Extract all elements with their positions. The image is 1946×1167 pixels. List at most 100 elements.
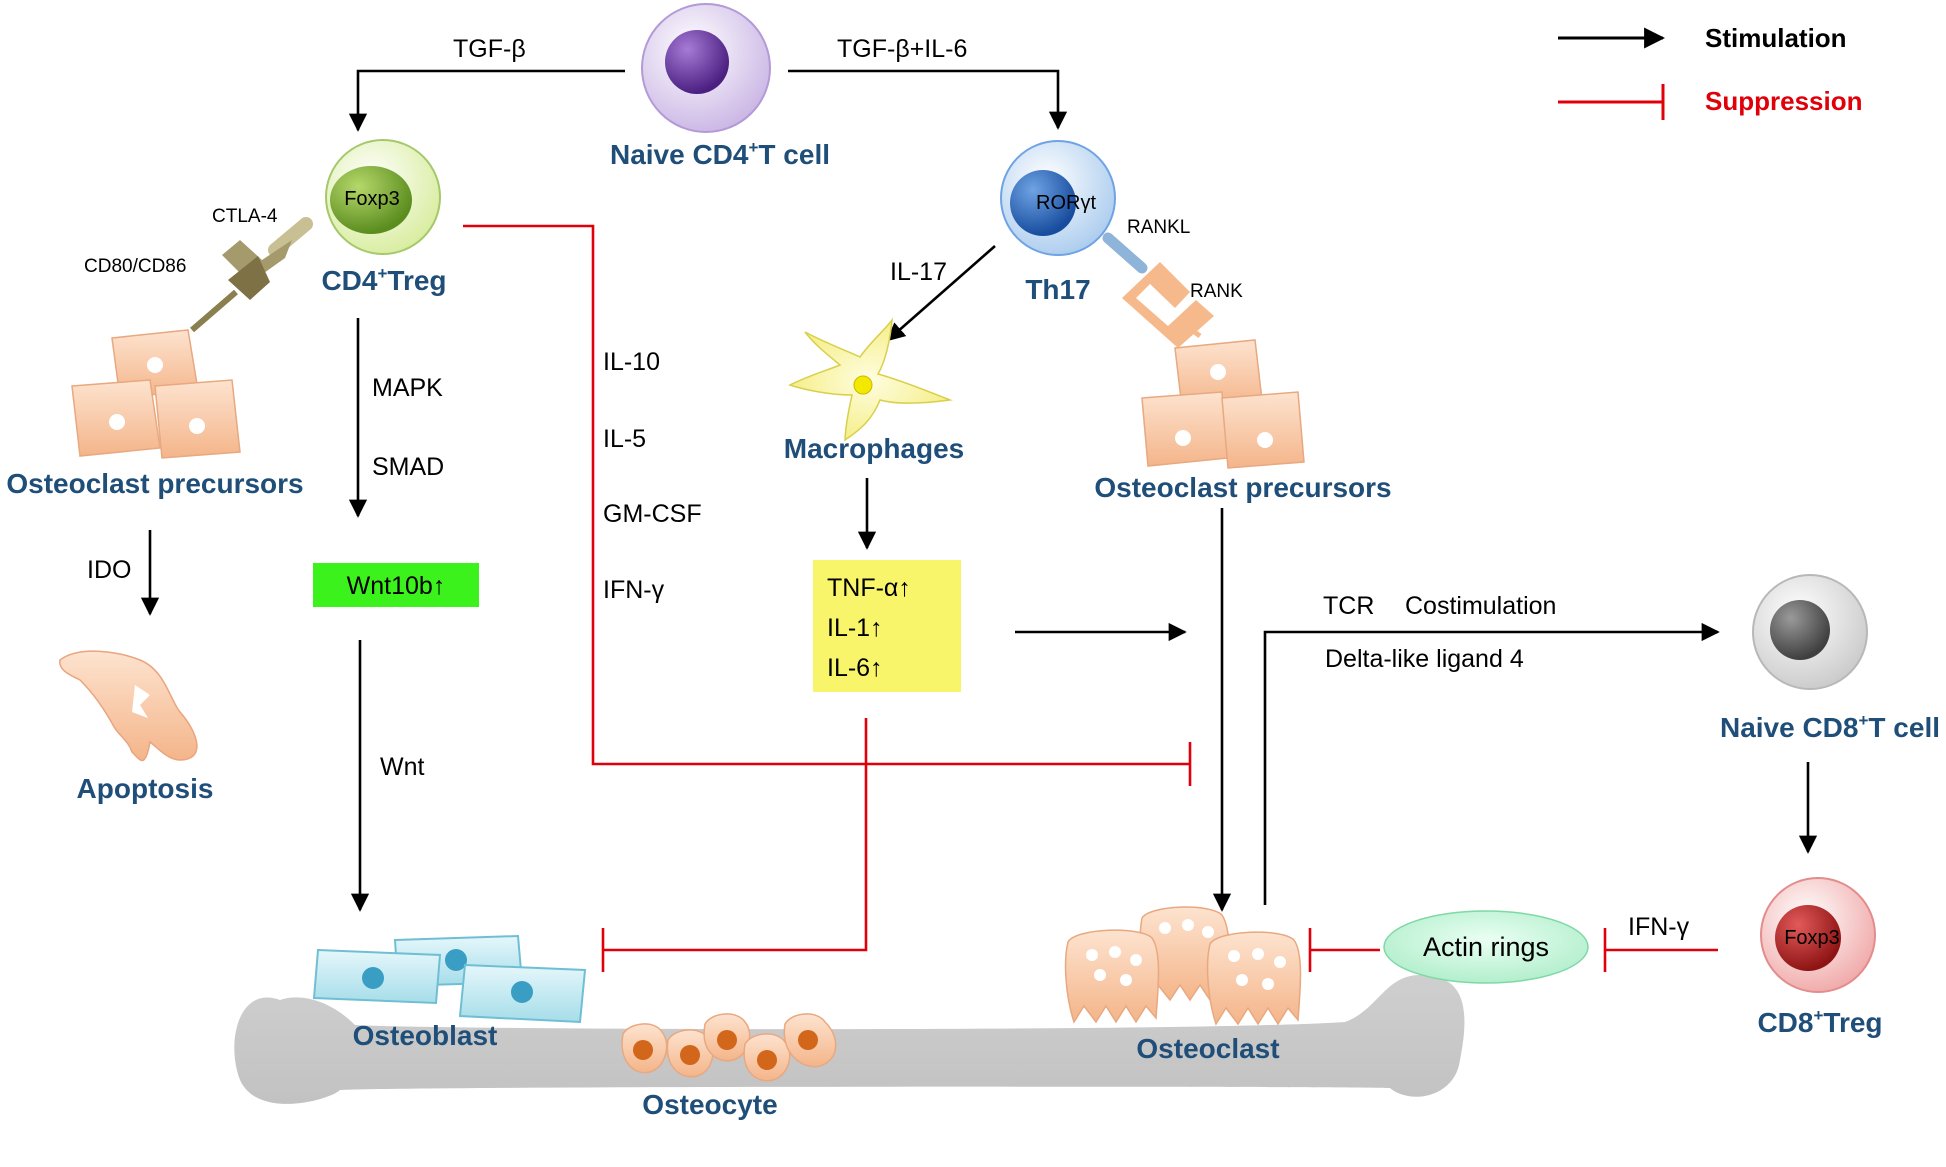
wnt10b-label: Wnt10b↑ [347, 572, 446, 600]
osteoclast-nucleus [1109, 946, 1121, 958]
legend-suppression-label: Suppression [1705, 86, 1862, 116]
cytokine-il6: IL-6↑ [827, 654, 883, 682]
wnt10b-box-bg [313, 563, 479, 607]
osteoclast-nucleus [1159, 922, 1171, 934]
il5-label: IL-5 [603, 425, 646, 453]
cd8-treg-label: CD8+Treg [1757, 1006, 1882, 1038]
suppress-treg-to-osteoclast [463, 224, 1190, 766]
th17-label: Th17 [1025, 274, 1090, 305]
osteoclast-precursors-left-label: Osteoclast precursors [6, 468, 303, 499]
osteoclast-precursors-left: Osteoclast precursors [6, 329, 304, 499]
osteoclast-cell-left [1064, 929, 1160, 1024]
osteoclast-nuclei [1086, 919, 1286, 990]
rank-stem [1176, 317, 1202, 339]
osteocyte-cells: Osteocyte [621, 1013, 837, 1120]
apoptosis-cell: Apoptosis [59, 650, 214, 804]
cd80-cd86-label: CD80/CD86 [84, 256, 186, 277]
th17-nucleus [1010, 170, 1076, 236]
ido-label: IDO [87, 556, 131, 584]
osteocyte-nucleus-3 [717, 1030, 737, 1050]
apoptosis-label: Apoptosis [77, 773, 214, 804]
arrow-th17-to-macrophages [886, 245, 996, 342]
cd8-treg-nucleus [1775, 905, 1841, 971]
naive-cd8-label: Naive CD8+T cell [1720, 711, 1940, 743]
osteoclast-nucleus [1252, 948, 1264, 960]
rank-label: RANK [1190, 281, 1243, 302]
precursor-left-nucleus-br [189, 418, 205, 434]
mapk-label: MAPK [372, 374, 443, 402]
cd80-clamp [228, 256, 270, 300]
osteoclast-nucleus [1228, 950, 1240, 962]
osteoblast-nucleus-back [445, 949, 467, 971]
osteoblast-label: Osteoblast [353, 1020, 498, 1051]
cd4-treg-nucleus [330, 166, 412, 234]
ctla4-label: CTLA-4 [212, 206, 278, 227]
suppress-cytokines-to-osteoblast [603, 718, 868, 952]
cytokine-box-bg [813, 560, 961, 692]
actin-rings-label: Actin rings [1423, 932, 1549, 962]
arrow-osteoclast-to-cd8 [1263, 622, 1720, 905]
naive-cd4-label: Naive CD4+T cell [610, 138, 830, 170]
smad-label: SMAD [372, 453, 444, 481]
osteoclast-nucleus [1202, 926, 1214, 938]
macrophage-cell: Macrophages [784, 317, 965, 464]
osteoclast-nucleus [1236, 974, 1248, 986]
precursor-right-nucleus-br [1257, 432, 1273, 448]
osteoblast-nucleus-left [362, 967, 384, 989]
precursor-right-cell-br [1221, 391, 1305, 469]
osteoclast-precursors-right: Osteoclast precursors [1094, 339, 1392, 503]
precursor-right-cell-bl [1141, 391, 1229, 467]
delta-like-label: Delta-like ligand 4 [1325, 645, 1524, 673]
precursor-right-nucleus-top [1210, 364, 1226, 380]
cd4-treg-nucleus-label: Foxp3 [344, 188, 400, 210]
cd8-treg-cell: Foxp3 CD8+Treg [1757, 877, 1883, 1038]
bone-shape [234, 975, 1465, 1104]
actin-rings-shape [1383, 910, 1589, 984]
costimulation-label: Costimulation [1405, 592, 1556, 620]
ctla4-stem [268, 217, 313, 257]
cd80-stem [190, 289, 238, 333]
naive-cd8-cell: Naive CD8+T cell [1720, 574, 1940, 743]
osteoclast-nucleus [1094, 969, 1106, 981]
precursor-left-nucleus-bl [109, 414, 125, 430]
osteocyte-nucleus-1 [633, 1040, 653, 1060]
tgf-beta-il6-label: TGF-β+IL-6 [837, 35, 967, 63]
rankl-label: RANKL [1127, 217, 1190, 238]
actin-rings: Actin rings [1383, 910, 1589, 984]
apoptosis-fragment-hole [132, 685, 150, 718]
apoptosis-fragment [59, 650, 198, 762]
osteoclast-nucleus [1274, 956, 1286, 968]
cytokine-tnf: TNF-α↑ [827, 574, 911, 602]
rankl-rank-receptor: RANKL RANK [1102, 217, 1243, 348]
osteocyte-label: Osteocyte [642, 1089, 777, 1120]
naive-cd8-nucleus [1770, 600, 1830, 660]
naive-cd4-nucleus [665, 30, 729, 94]
arrow-naive-to-th17 [788, 69, 1068, 130]
ctla4-receptor: CTLA-4 CD80/CD86 [84, 206, 313, 333]
il10-label: IL-10 [603, 348, 660, 376]
precursor-right-nucleus-bl [1175, 430, 1191, 446]
tgf-beta-label: TGF-β [453, 35, 526, 63]
macrophages-label: Macrophages [784, 433, 965, 464]
osteocyte-nucleus-4 [757, 1050, 777, 1070]
osteocyte-nucleus-2 [680, 1045, 700, 1065]
ifng-left-label: IFN-γ [603, 576, 665, 604]
stimulation-arrows [140, 69, 1818, 912]
cytokine-box: TNF-α↑ IL-1↑ IL-6↑ [813, 560, 961, 692]
legend: Stimulation Suppression [1558, 23, 1862, 120]
rankl-stem [1102, 232, 1148, 274]
macrophage-nucleus [853, 375, 873, 395]
osteoclast-cell-right [1206, 931, 1302, 1026]
osteoblast-cells: Osteoblast [312, 934, 587, 1051]
cd4-treg-cell: Foxp3 CD4+Treg [321, 139, 447, 296]
osteoclast-nucleus [1086, 949, 1098, 961]
wnt10b-box: Wnt10b↑ [313, 563, 479, 607]
wnt-label: Wnt [380, 753, 425, 781]
osteoclast-cells: Osteoclast [1064, 906, 1302, 1064]
cd8-treg-nucleus-label: Foxp3 [1784, 927, 1840, 949]
osteoclast-precursors-right-label: Osteoclast precursors [1094, 472, 1391, 503]
il17-label: IL-17 [890, 258, 947, 286]
cytokine-il1: IL-1↑ [827, 614, 883, 642]
